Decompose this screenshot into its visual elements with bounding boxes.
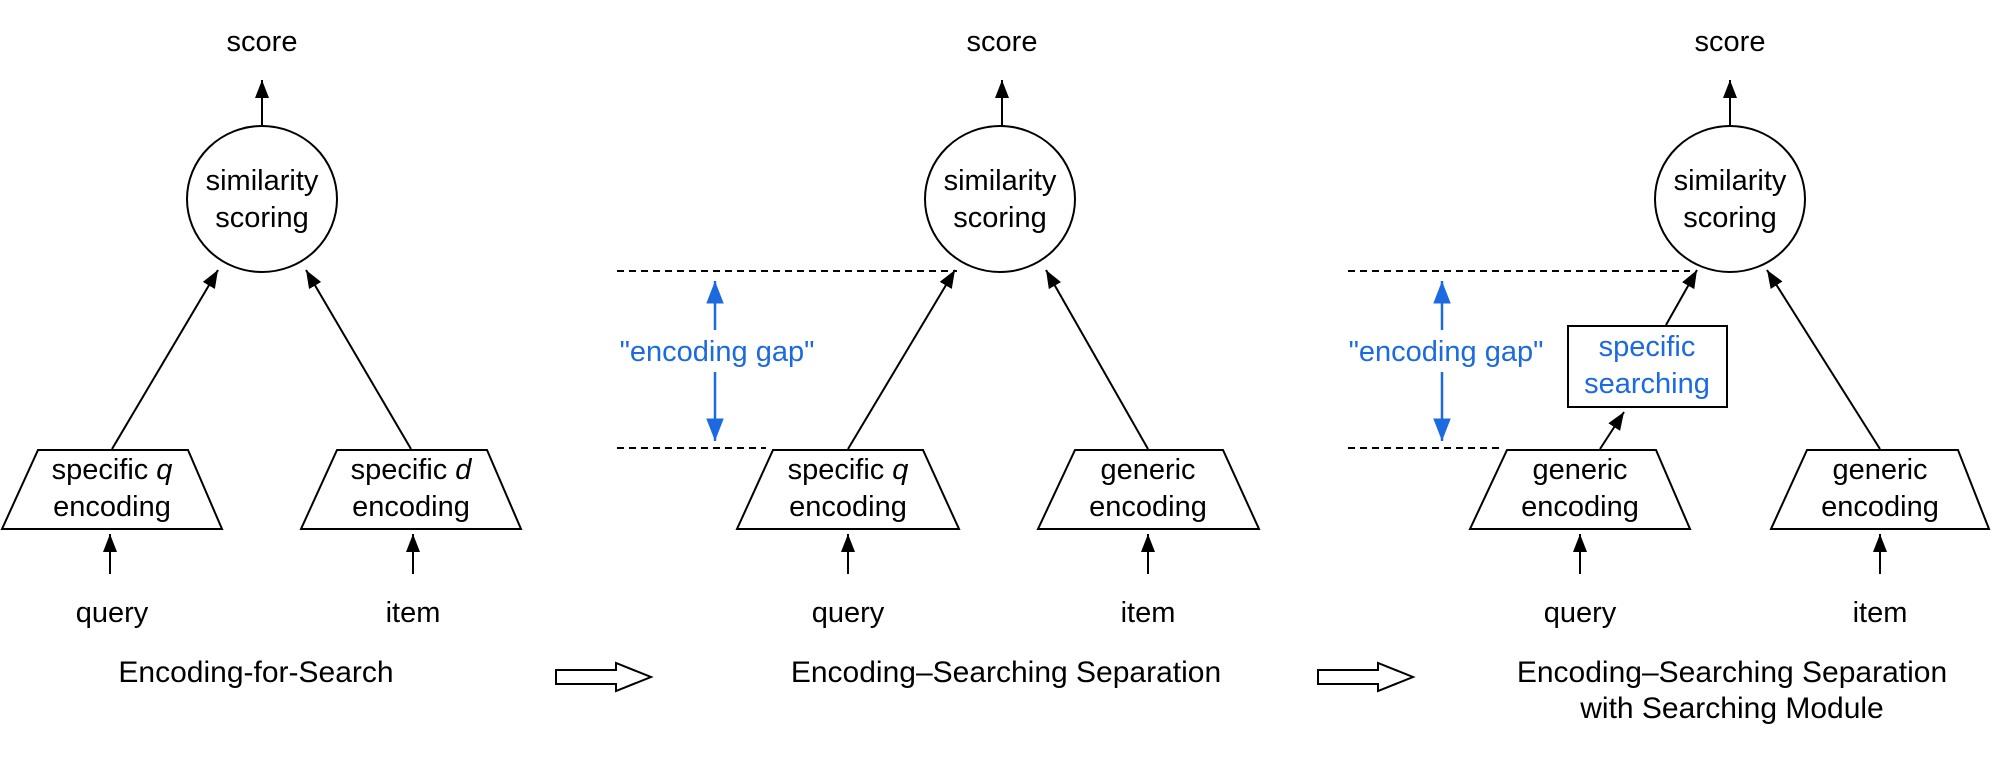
panel-caption: Encoding-for-Search: [118, 656, 393, 689]
specific-searching-box: [1567, 325, 1728, 408]
panel-caption: Encoding–Searching Separation: [791, 656, 1221, 689]
item-encoder-label-line1: generic: [1832, 454, 1927, 486]
item-encoder-trapezoid: [1036, 449, 1261, 530]
item-encoder-trapezoid: [299, 449, 523, 530]
query-encoder-trapezoid: [1468, 449, 1692, 530]
query-label: query: [812, 597, 885, 629]
encoding-gap-label: "encoding gap": [1349, 336, 1544, 368]
item-encoder-label-line2: encoding: [1089, 491, 1207, 523]
similarity-scoring-node: [924, 125, 1076, 273]
score-label: score: [227, 26, 298, 58]
scoring-label: scoring: [215, 202, 309, 234]
searching-to-scoring-arrow: [1665, 269, 1698, 326]
panel-encoding-searching-separation: score similarity scoring "encoding gap" …: [617, 26, 1261, 689]
score-label: score: [1695, 26, 1766, 58]
scoring-label: scoring: [1683, 202, 1777, 234]
similarity-label: similarity: [944, 165, 1057, 197]
panel-separation-with-searching-module: score similarity scoring "encoding gap" …: [1348, 26, 1991, 725]
item-encoder-label-line2: encoding: [1821, 491, 1939, 523]
query-label: query: [76, 597, 149, 629]
item-encoder-trapezoid: [1769, 449, 1991, 530]
query-encoder-label-line2: encoding: [53, 491, 171, 523]
score-label: score: [967, 26, 1038, 58]
right-encoding-to-scoring-arrow: [1766, 269, 1881, 450]
transition-arrow-icon: [555, 661, 654, 693]
panel-caption-line1: Encoding–Searching Separation: [1517, 656, 1947, 689]
query-encoder-label-line2: encoding: [789, 491, 907, 523]
scoring-label: scoring: [953, 202, 1047, 234]
query-encoder-label-line2: encoding: [1521, 491, 1639, 523]
encoder-to-searching-arrow: [1599, 411, 1625, 450]
encoding-gap-label: "encoding gap": [620, 336, 815, 368]
query-label: query: [1544, 597, 1617, 629]
right-encoding-to-scoring-arrow: [1045, 269, 1149, 450]
left-encoding-to-scoring-arrow: [111, 269, 219, 450]
item-label: item: [1853, 597, 1908, 629]
panel-caption-line2: with Searching Module: [1579, 692, 1884, 725]
similarity-scoring-node: [1654, 125, 1806, 273]
right-encoding-to-scoring-arrow: [305, 269, 412, 450]
query-encoder-trapezoid: [735, 449, 961, 530]
item-label: item: [1121, 597, 1176, 629]
item-encoder-label-line2: encoding: [352, 491, 470, 523]
transition-arrow-icon: [1317, 661, 1416, 693]
specific-searching-label-line1: specific: [1599, 331, 1696, 363]
similarity-scoring-node: [186, 125, 338, 273]
left-encoding-to-scoring-arrow: [847, 269, 956, 450]
item-label: item: [386, 597, 441, 629]
query-encoder-trapezoid: [0, 449, 224, 530]
specific-searching-label-line2: searching: [1584, 368, 1710, 400]
similarity-label: similarity: [206, 165, 319, 197]
similarity-label: similarity: [1674, 165, 1787, 197]
query-encoder-label-line1: generic: [1532, 454, 1627, 486]
item-encoder-label-line1: generic: [1100, 454, 1195, 486]
